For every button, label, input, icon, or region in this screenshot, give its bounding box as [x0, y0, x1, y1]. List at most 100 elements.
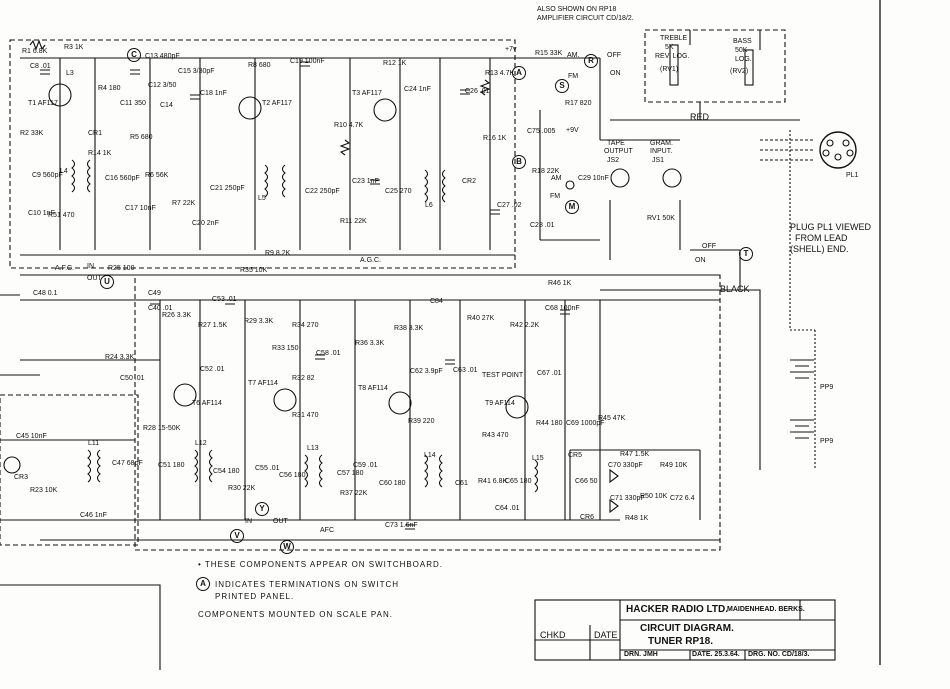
component-label: C8 .01	[30, 63, 51, 70]
component-label: C46 1nF	[80, 512, 107, 519]
off-label-1: OFF	[607, 52, 621, 59]
component-label: C50 .01	[120, 375, 145, 382]
component-label: RV1 50K	[647, 215, 675, 222]
component-label: R14 1K	[88, 150, 112, 157]
component-label: C60 180	[379, 480, 406, 487]
pp9-label-2: PP9	[820, 438, 834, 445]
afc-label-2: AFC	[320, 527, 334, 534]
plug-note-3: (SHELL) END.	[790, 244, 849, 254]
bass-ref: (RV2)	[730, 68, 749, 75]
component-label: C19 100nF	[290, 58, 325, 65]
tape-output-3: JS2	[607, 157, 620, 164]
component-label: R43 470	[482, 432, 509, 439]
component-label: C64 .01	[495, 505, 520, 512]
component-label: C57 180	[337, 470, 364, 477]
plus7-label: +7v	[505, 46, 517, 53]
gram-input-2: INPUT.	[650, 148, 673, 155]
on-label-1: ON	[610, 70, 621, 77]
component-label: R44 180	[536, 420, 563, 427]
title-block-location: MAIDENHEAD. BERKS.	[727, 606, 805, 613]
component-label: C73 1.6nF	[385, 522, 418, 529]
component-label: R7 22K	[172, 200, 196, 207]
component-label: R27 1.5K	[198, 322, 228, 329]
terminal-r: R	[584, 54, 598, 68]
terminal-c: C	[127, 48, 141, 62]
note-terminations-1: INDICATES TERMINATIONS ON SWITCH	[215, 580, 400, 589]
component-label: L6	[425, 202, 433, 209]
component-label: C16 560pF	[105, 175, 140, 182]
component-label: C54 180	[213, 468, 240, 475]
component-label: C66 50	[575, 478, 598, 485]
component-label: L3	[66, 70, 74, 77]
component-label: C48 0.1	[33, 290, 58, 297]
component-label: C26 .01	[465, 88, 490, 95]
component-label: R3 1K	[64, 44, 84, 51]
treble-label: TREBLE	[660, 35, 688, 42]
terminal-t: T	[739, 247, 753, 261]
in-label-1: IN	[87, 263, 94, 270]
component-label: T8 AF114	[358, 385, 388, 392]
terminal-a: A	[512, 66, 526, 80]
component-label: C27 .02	[497, 202, 522, 209]
component-label: C18 1nF	[200, 90, 227, 97]
component-label: R34 270	[292, 322, 319, 329]
component-label: C55 .01	[255, 465, 280, 472]
component-label: C45 10nF	[16, 433, 47, 440]
left-module-box	[0, 394, 139, 546]
bass-value: 50K	[735, 47, 748, 54]
treble-type: REV. LOG.	[655, 53, 690, 60]
agc-label: A.G.C.	[360, 257, 382, 264]
in-label-2: IN	[245, 518, 252, 525]
component-label: T2 AF117	[262, 100, 292, 107]
component-label: R17 820	[565, 100, 592, 107]
terminal-s: S	[555, 79, 569, 93]
component-label: R33 150	[272, 345, 299, 352]
component-label: C59 .01	[353, 462, 378, 469]
if-module-box	[134, 274, 721, 551]
component-label: CR3	[14, 474, 29, 481]
component-label: C49	[148, 290, 161, 297]
tone-controls-box	[644, 29, 786, 103]
component-label: R29 3.3K	[244, 318, 274, 325]
component-label: L12	[195, 440, 207, 447]
plug-note-2: FROM LEAD	[795, 233, 848, 243]
component-label: R32 82	[292, 375, 315, 382]
component-label: T1 AF117	[28, 100, 58, 107]
component-label: C53 .01	[212, 296, 237, 303]
component-label: R23 10K	[30, 487, 58, 494]
component-label: R37 22K	[340, 490, 368, 497]
component-label: C68 100nF	[545, 305, 580, 312]
component-label: C24 1nF	[404, 86, 431, 93]
component-label: R9 8.2K	[265, 250, 291, 257]
component-label: R10 4.7K	[334, 122, 364, 129]
component-label: C56 180	[279, 472, 306, 479]
note-terminations-2: PRINTED PANEL.	[215, 592, 295, 601]
terminal-v: V	[230, 529, 244, 543]
component-label: C20 2nF	[192, 220, 219, 227]
component-label: R2 33K	[20, 130, 44, 137]
component-label: R8 680	[248, 62, 271, 69]
component-label: C40 .01	[148, 305, 173, 312]
note-switchboard: • THESE COMPONENTS APPEAR ON SWITCHBOARD…	[198, 560, 444, 569]
component-label: CR2	[462, 178, 477, 185]
component-label: C62 3.9pF	[410, 368, 443, 375]
component-label: C12 3/50	[148, 82, 177, 89]
title-block-drawn: DRN. JMH	[624, 651, 658, 658]
out-label-1: OUT	[87, 275, 102, 282]
component-label: C65 180	[505, 478, 532, 485]
component-label: L11	[88, 440, 100, 447]
component-label: C51 180	[158, 462, 185, 469]
red-lead-label: RED	[690, 112, 710, 122]
component-label: R40 27K	[467, 315, 495, 322]
component-label: R24 3.3K	[105, 354, 135, 361]
also-shown-text-1: ALSO SHOWN ON RP18	[537, 6, 617, 13]
fm-label-2: FM	[550, 193, 561, 200]
component-label: R46 1K	[548, 280, 572, 287]
component-label: R6 56K	[145, 172, 169, 179]
component-label: C21 250pF	[210, 185, 245, 192]
note-scale-pan: COMPONENTS MOUNTED ON SCALE PAN.	[198, 610, 393, 619]
component-label: R41 6.8K	[478, 478, 508, 485]
component-label: C75 .005	[527, 128, 556, 135]
title-block-drawing-no: DRG. NO. CD/18/3.	[748, 651, 810, 658]
test-point-label: TEST POINT	[482, 372, 524, 379]
